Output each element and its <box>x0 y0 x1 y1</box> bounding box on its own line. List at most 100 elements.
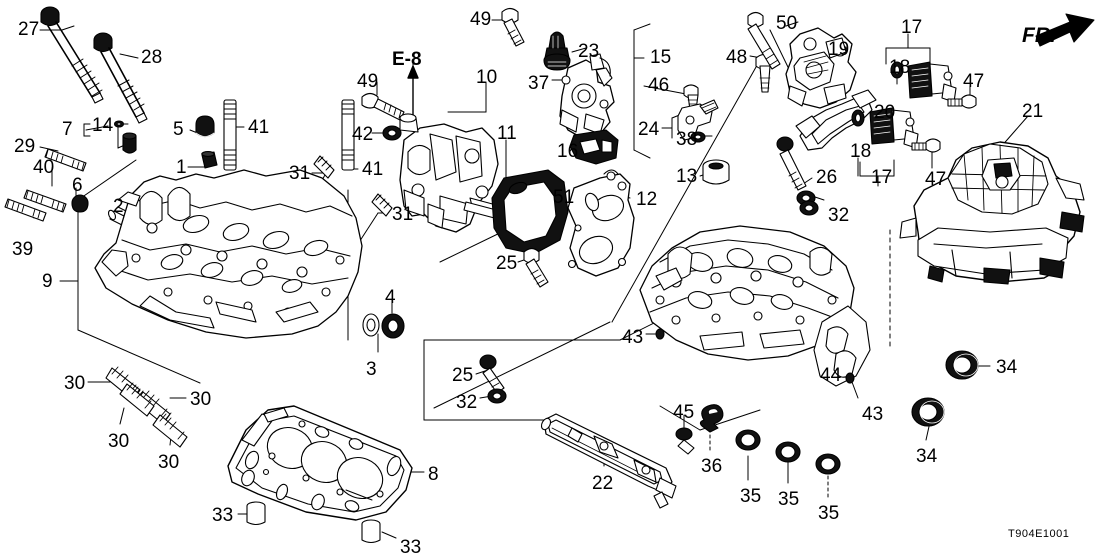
callout-11: 11 <box>497 123 517 144</box>
part-3-o-ring <box>362 313 380 337</box>
callout-24: 24 <box>638 119 660 140</box>
callout-47-b: 47 <box>925 169 947 190</box>
callout-35-c: 35 <box>818 503 840 524</box>
part-20-actuator-gasket <box>795 89 877 151</box>
callout-41-a: 41 <box>248 117 270 138</box>
callout-27: 27 <box>18 19 40 40</box>
part-33-dowel-pin-b <box>361 519 381 544</box>
part-9-cylinder-head-front <box>94 169 363 339</box>
callout-9: 9 <box>42 271 53 292</box>
callout-15: 15 <box>650 47 672 68</box>
callout-26: 26 <box>816 167 838 188</box>
part-26-flange-bolt <box>776 136 807 191</box>
callout-20: 20 <box>874 102 896 123</box>
callout-49-a: 49 <box>357 71 379 92</box>
callout-19: 19 <box>828 39 850 60</box>
diagram-code: T904E1001 <box>1008 528 1070 540</box>
part-27-cylinder-head-bolt <box>40 6 104 104</box>
part-12-timing-cover-plate <box>567 169 635 277</box>
part-50-flange-bolt <box>747 11 781 70</box>
part-28-cylinder-head-bolt <box>93 32 148 124</box>
callout-7: 7 <box>62 119 73 140</box>
callout-12: 12 <box>636 189 658 210</box>
part-25-flange-bolt-b <box>479 354 505 394</box>
part-43-dowel-pin-b <box>845 372 855 384</box>
callout-37: 37 <box>528 73 550 94</box>
orientation-label-fr: FR. <box>1022 24 1056 47</box>
part-48-flange-bolt <box>755 53 772 93</box>
part-31-stud-bolt-a <box>313 155 335 179</box>
callout-42: 42 <box>352 124 374 145</box>
callout-18-b: 18 <box>850 141 872 162</box>
part-38-o-ring <box>690 131 706 143</box>
callout-34-b: 34 <box>916 446 938 467</box>
callout-46: 46 <box>648 75 670 96</box>
part-19-vtc-actuator-bracket <box>785 27 857 109</box>
reference-label-e8: E-8 <box>392 49 422 70</box>
callout-1: 1 <box>176 157 187 178</box>
part-18-o-ring-b <box>851 109 865 127</box>
callout-3: 3 <box>366 359 377 380</box>
callout-22: 22 <box>592 473 614 494</box>
callout-38: 38 <box>676 129 698 150</box>
part-41-stud-bolt <box>223 99 237 171</box>
callout-16: 16 <box>557 141 579 162</box>
part-29-stud-bolt <box>44 148 87 172</box>
callout-10: 10 <box>476 67 498 88</box>
part-18-o-ring-a <box>890 61 904 79</box>
part-8-cylinder-head-gasket <box>227 405 413 521</box>
part-25-flange-bolt-a <box>523 247 549 288</box>
callout-18-a: 18 <box>889 57 911 78</box>
part-43-dowel-pin-a <box>655 328 665 340</box>
callout-35-a: 35 <box>740 486 762 507</box>
callout-41-b: 41 <box>362 159 384 180</box>
callout-8: 8 <box>428 464 439 485</box>
part-45-flange-bolt <box>675 427 695 455</box>
callout-39: 39 <box>12 239 34 260</box>
callout-45: 45 <box>673 402 695 423</box>
callout-43-a: 43 <box>622 327 644 348</box>
callout-17-a: 17 <box>901 17 923 38</box>
callout-48: 48 <box>726 47 748 68</box>
callout-30-c: 30 <box>108 431 130 452</box>
callout-32-b: 32 <box>456 392 478 413</box>
callout-13: 13 <box>676 166 698 187</box>
callout-5: 5 <box>173 119 184 140</box>
callout-34-a: 34 <box>996 357 1018 378</box>
callout-33-b: 33 <box>400 537 422 558</box>
callout-30-a: 30 <box>64 373 86 394</box>
part-42-washer <box>382 125 402 141</box>
part-6-blind-plug <box>71 194 89 213</box>
callout-4: 4 <box>385 287 396 308</box>
part-7-plug <box>122 132 137 154</box>
part-35-o-ring-c <box>815 453 841 475</box>
callout-43-b: 43 <box>862 404 884 425</box>
callout-44: 44 <box>820 365 842 386</box>
part-39-stud-bolt <box>4 198 47 222</box>
callout-51: 51 <box>553 187 575 208</box>
part-34-camshaft-oil-seal-b <box>911 397 945 427</box>
part-14-o-ring <box>113 120 125 128</box>
callout-50: 50 <box>776 13 798 34</box>
part-35-o-ring-a <box>735 429 761 451</box>
part-5-plug-cap <box>195 115 215 138</box>
part-15-vtec-solenoid-assembly <box>559 53 615 139</box>
callout-17-b: 17 <box>871 167 893 188</box>
part-4-seal-washer <box>381 313 405 339</box>
callout-33-a: 33 <box>212 505 234 526</box>
callout-31-a: 31 <box>289 163 311 184</box>
part-31-stud-bolt-b <box>371 193 393 217</box>
part-44-cylinder-head-rear <box>639 225 871 387</box>
part-24-sensor-assembly <box>677 99 719 141</box>
part-17-vtc-oil-control-valve-a <box>907 61 957 103</box>
callout-30-d: 30 <box>158 452 180 473</box>
part-23-oil-pressure-switch <box>543 31 571 71</box>
callout-47-a: 47 <box>963 71 985 92</box>
callout-29: 29 <box>14 136 36 157</box>
part-47-flange-bolt-a <box>947 94 977 109</box>
part-49-flange-bolt-b <box>501 7 525 47</box>
part-47-flange-bolt-b <box>911 138 941 153</box>
part-49-flange-bolt-a <box>361 92 405 121</box>
callout-40: 40 <box>33 157 55 178</box>
